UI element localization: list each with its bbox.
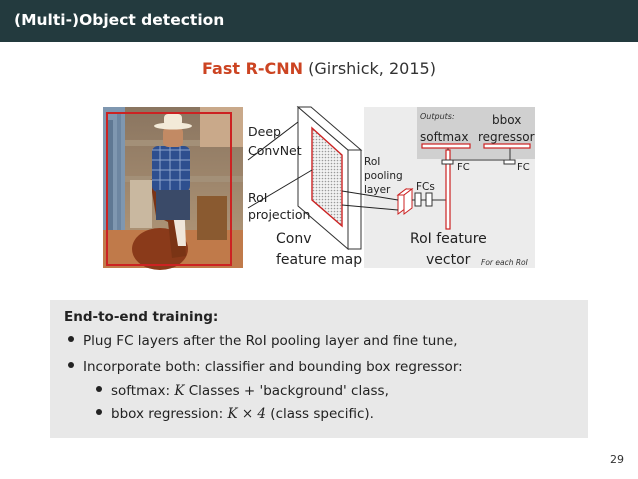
fc-label-left: FC	[457, 162, 470, 173]
bullet-text: Plug FC layers after the RoI pooling lay…	[83, 333, 458, 349]
math-k: K	[174, 383, 185, 399]
softmax-label: softmax	[420, 130, 468, 144]
sub-text: Classes + 'background' class,	[184, 383, 389, 399]
bullet-incorporate: Incorporate both: classifier and boundin…	[68, 359, 463, 375]
page-number: 29	[610, 453, 624, 466]
math-k-times-4: K × 4	[227, 406, 267, 422]
block-title: End-to-end training:	[64, 309, 219, 325]
training-block: End-to-end training: Plug FC layers afte…	[50, 300, 588, 438]
bullet-dot	[96, 386, 102, 392]
roi-pooling-label-1: RoI	[364, 156, 380, 168]
fcs-label: FCs	[416, 181, 435, 193]
sub-text: bbox regression:	[111, 406, 228, 422]
fast-rcnn-diagram: Deep ConvNet RoI projection Conv feature…	[103, 105, 535, 270]
bullet-dot	[68, 336, 74, 342]
slide-header: (Multi-)Object detection	[0, 0, 638, 42]
roi-pooling-label-3: layer	[364, 184, 391, 196]
fc-label-right: FC	[517, 162, 530, 173]
sub-text: (class specific).	[266, 406, 374, 422]
roi-pooling-cube	[396, 188, 414, 215]
cowboy-photo	[103, 107, 243, 270]
bbox-label-1: bbox	[492, 113, 521, 127]
fc-layers	[412, 192, 448, 207]
bullet-dot	[96, 409, 102, 415]
subtitle-citation: (Girshick, 2015)	[303, 59, 436, 78]
sub-bullet-bbox: bbox regression: K × 4 (class specific).	[96, 406, 374, 422]
softmax-output-bar	[421, 143, 471, 149]
roi-projection-label-1: RoI	[248, 190, 267, 205]
sub-bullet-softmax: softmax: K Classes + 'background' class,	[96, 383, 389, 399]
deep-convnet-label-2: ConvNet	[248, 143, 302, 158]
conv-feature-map	[296, 105, 363, 251]
conv-label-1: Conv	[276, 231, 312, 247]
bbox-output-bar	[483, 143, 531, 149]
outputs-label: Outputs:	[420, 112, 455, 121]
slide-subtitle: Fast R-CNN (Girshick, 2015)	[0, 59, 638, 78]
deep-convnet-label-1: Deep	[248, 124, 281, 139]
for-each-roi-label: For each RoI	[481, 258, 529, 267]
bbox-label-2: regressor	[478, 130, 535, 144]
conv-label-2: feature map	[276, 252, 362, 268]
bullet-text: Incorporate both: classifier and boundin…	[83, 359, 463, 375]
roi-feature-label-2: vector	[426, 252, 471, 268]
bullet-dot	[68, 362, 74, 368]
roi-pooling-label-2: pooling	[364, 170, 403, 182]
outputs-panel	[417, 107, 535, 159]
roi-feature-label-1: RoI feature	[410, 231, 487, 247]
slide-title: (Multi-)Object detection	[14, 11, 225, 29]
subtitle-highlight: Fast R-CNN	[202, 59, 304, 78]
sub-text: softmax:	[111, 383, 175, 399]
roi-projection-label-2: projection	[248, 207, 310, 222]
bullet-fc-layers: Plug FC layers after the RoI pooling lay…	[68, 333, 457, 349]
